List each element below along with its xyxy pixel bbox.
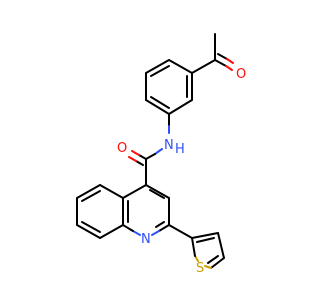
ketone-oxygen-label: O [236,67,246,82]
quinoline-nitrogen-label: N [141,232,151,247]
acetylphenyl-ring [145,59,193,115]
molecule-diagram: O N H O N [76,33,246,276]
amide-nitrogen-label: N [164,138,174,153]
acetyl-group [191,33,234,74]
thiophene-ring [191,232,225,269]
amide-carbonyl [128,150,147,166]
n-carbonyl-bond-n [154,148,163,155]
amide-oxygen-label: O [117,141,127,156]
quinoline-thiophene-bond [168,224,193,239]
amide-hydrogen-label: H [175,142,185,157]
thiophene-sulfur-label: S [196,261,204,276]
quinoline-pyridine-ring [122,184,170,236]
n-carbonyl-bond [145,153,156,160]
quinoline-benzo-ring [76,184,124,239]
